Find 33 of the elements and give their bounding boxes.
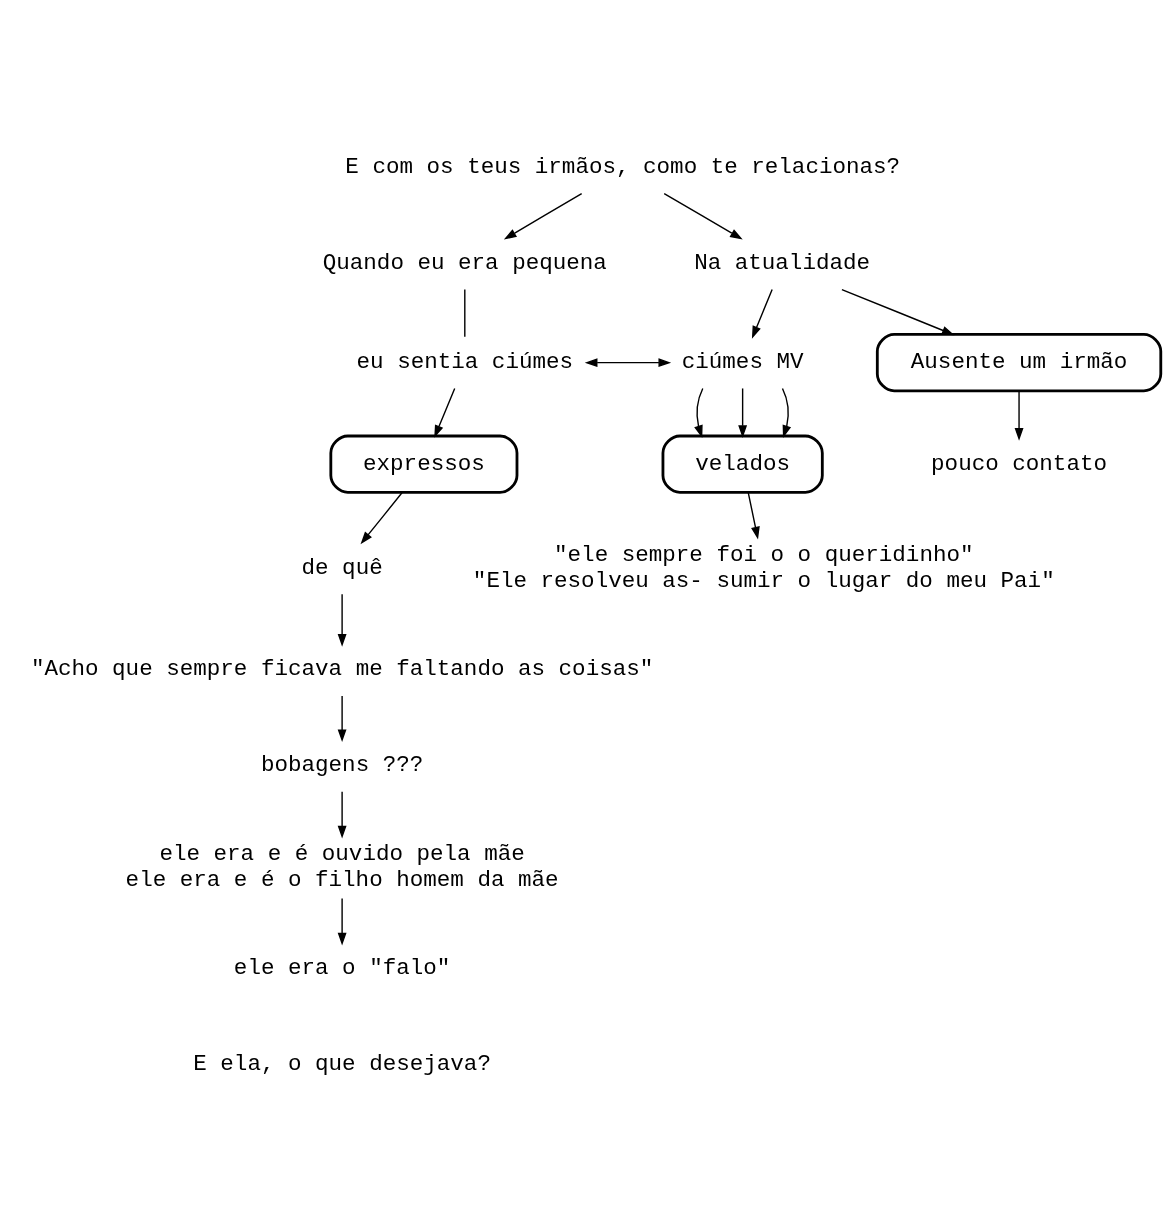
label: E ela, o que desejava? — [193, 1050, 491, 1077]
arrow — [841, 288, 955, 335]
node-text: pouco contato — [931, 450, 1107, 477]
node-text: eu sentia ciúmes — [356, 348, 574, 375]
arrow — [584, 357, 672, 367]
node-text: Na atualidade — [694, 249, 871, 276]
arrow — [751, 288, 773, 339]
arrow — [360, 491, 403, 544]
node-box: velados — [661, 434, 824, 494]
arrow — [1014, 389, 1024, 441]
arrow — [694, 387, 704, 438]
arrow — [337, 694, 347, 742]
arrow — [503, 192, 583, 239]
node-text: Quando eu era pequena — [322, 249, 607, 276]
node-box: expressos — [329, 434, 519, 494]
node-text: bobagens ??? — [260, 751, 424, 778]
arrow — [738, 387, 748, 438]
node-text: de quê — [301, 554, 383, 581]
node-text: "Acho que sempre ficava me faltando as coisas" — [30, 655, 654, 682]
arrow — [434, 387, 456, 438]
arrow — [337, 790, 347, 838]
arrow — [337, 593, 347, 647]
node-text: ciúmes MV — [681, 348, 804, 375]
connector — [464, 288, 466, 337]
node-text: E com os teus irmãos, como te relacionas? — [345, 153, 901, 180]
arrow — [663, 192, 743, 239]
node-box: Ausente um irmão — [875, 332, 1163, 392]
arrow — [747, 491, 760, 539]
arrow — [781, 387, 792, 438]
node-text: "ele sempre foi o o queridinho" "Ele resolveu as- sumir o lugar do meu Pai" — [472, 541, 1055, 594]
arrow — [337, 897, 347, 945]
node-text: ele era e é ouvido pela mãe ele era e é o filho homem da mãe — [125, 840, 559, 893]
node-text: ele era o "falo" — [233, 954, 451, 981]
